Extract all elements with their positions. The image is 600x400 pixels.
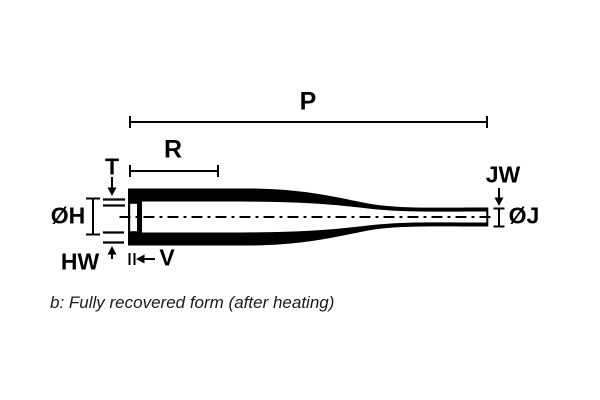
v-arrow-left-icon — [136, 254, 145, 264]
dim-jw — [494, 188, 504, 206]
tube-top-wall — [130, 188, 487, 212]
tube-left-end-recess — [130, 203, 137, 232]
dim-label-v: V — [159, 244, 175, 271]
dim-label-t: T — [104, 153, 120, 180]
dim-v — [128, 253, 155, 265]
dim-p — [129, 116, 488, 128]
dim-label-jw: JW — [485, 161, 521, 188]
tube-body — [128, 188, 487, 246]
dim-label-oh: ØH — [50, 202, 86, 229]
dim-hw — [103, 231, 124, 259]
dim-r — [129, 165, 219, 177]
dim-label-oj: ØJ — [508, 202, 540, 229]
dim-label-r: R — [163, 135, 183, 164]
jw-arrow-down-icon — [494, 197, 504, 206]
t-arrow-down-icon — [107, 187, 117, 196]
figure-caption: b: Fully recovered form (after heating) — [50, 293, 335, 312]
tube-bottom-wall — [130, 222, 487, 246]
dim-label-p: P — [299, 87, 317, 116]
dim-oj — [493, 207, 505, 228]
hw-arrow-up-icon — [107, 246, 117, 255]
dim-oh — [86, 197, 100, 236]
dim-label-hw: HW — [60, 248, 100, 275]
dim-t — [103, 177, 125, 207]
